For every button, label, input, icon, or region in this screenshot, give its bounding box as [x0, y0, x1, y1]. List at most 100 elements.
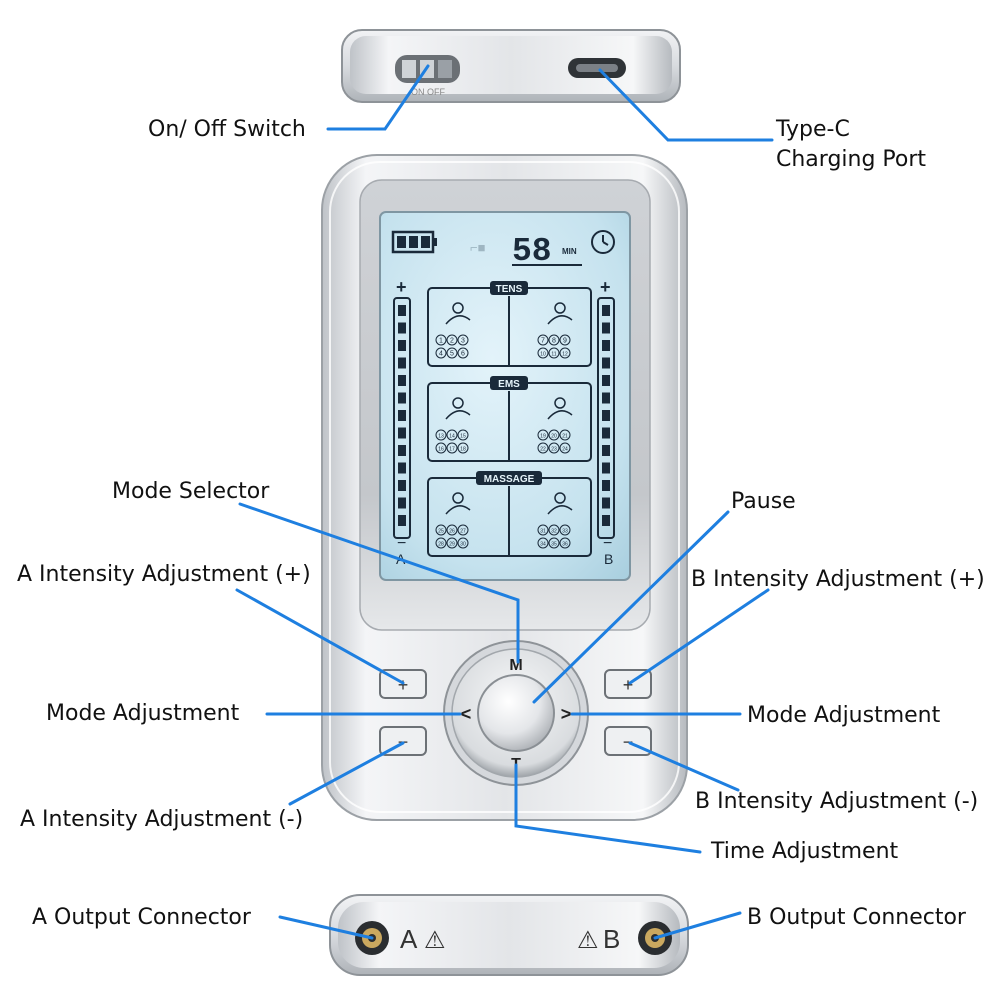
svg-text:17: 17 — [449, 447, 455, 453]
leader-typec — [598, 68, 774, 142]
program-number — [435, 537, 447, 549]
body-figure-icon — [554, 397, 566, 409]
svg-text:26: 26 — [449, 529, 455, 535]
b-plus-button-label: + — [623, 675, 634, 695]
program-number — [435, 334, 447, 346]
warning-icon: ⚠ — [424, 927, 446, 954]
svg-text:1: 1 — [439, 338, 443, 345]
program-number — [559, 334, 571, 346]
intensity-segment — [398, 375, 406, 386]
mode-selector-key[interactable]: M — [509, 657, 522, 674]
program-number — [548, 334, 560, 346]
intensity-segment — [602, 305, 610, 316]
svg-text:4: 4 — [439, 351, 443, 358]
intensity-segment — [602, 357, 610, 369]
leader-lines — [235, 64, 774, 940]
label-pause: Pause — [731, 489, 796, 514]
pause-button[interactable] — [477, 674, 555, 752]
label-typec-line1: Type-C — [776, 117, 850, 142]
intensity-segment — [398, 497, 406, 509]
program-number — [537, 429, 549, 441]
label-a-intensity-plus: A Intensity Adjustment (+) — [17, 562, 311, 587]
leader-pause — [532, 510, 730, 704]
intensity-segment — [602, 410, 610, 421]
intensity-segment — [398, 410, 406, 421]
warning-icon: ⚠ — [577, 927, 599, 954]
switch-marking: ON OFF — [411, 87, 445, 97]
program-number — [446, 347, 458, 359]
intensity-segment — [602, 462, 610, 474]
intensity-segment — [602, 375, 610, 386]
channel-a-intensity-bar — [393, 297, 411, 539]
intensity-segment — [602, 515, 610, 526]
svg-text:31: 31 — [540, 529, 546, 535]
program-number — [548, 347, 560, 359]
leader-a-minus — [288, 741, 405, 806]
svg-text:19: 19 — [540, 434, 546, 440]
svg-text:8: 8 — [552, 338, 556, 345]
body-figure-icon — [452, 397, 464, 409]
svg-text:6: 6 — [461, 351, 465, 358]
svg-text:34: 34 — [540, 542, 546, 548]
program-number — [537, 537, 549, 549]
leader-b-plus — [628, 588, 770, 685]
program-number — [559, 429, 571, 441]
svg-text:7: 7 — [541, 338, 545, 345]
section-title: TENS — [496, 284, 523, 295]
mode-left-key[interactable]: < — [461, 704, 472, 724]
intensity-segment — [602, 445, 610, 456]
battery-icon — [391, 230, 437, 254]
lcd-ghost-segment: ⌐■ — [470, 240, 486, 255]
label-mode-adjustment-right: Mode Adjustment — [747, 703, 941, 728]
leader-b-out — [653, 911, 742, 940]
program-number — [435, 524, 447, 536]
svg-text:20: 20 — [551, 434, 557, 440]
section-title: EMS — [498, 379, 520, 390]
bottom-edge-view: A ⚠ ⚠ B — [329, 894, 689, 976]
intensity-segment — [602, 392, 610, 404]
program-number — [537, 347, 549, 359]
leader-onoff — [326, 64, 430, 131]
program-number — [457, 429, 469, 441]
svg-text:13: 13 — [438, 434, 444, 440]
section-title: MASSAGE — [484, 474, 535, 485]
svg-text:33: 33 — [562, 529, 568, 535]
svg-text:9: 9 — [563, 338, 567, 345]
label-time-adjustment: Time Adjustment — [711, 839, 899, 864]
program-number — [457, 347, 469, 359]
intensity-segment — [398, 462, 406, 474]
program-number — [457, 537, 469, 549]
leader-a-out — [278, 915, 374, 940]
svg-text:5: 5 — [450, 351, 454, 358]
svg-text:22: 22 — [540, 447, 546, 453]
intensity-segment — [398, 445, 406, 456]
program-number — [435, 347, 447, 359]
mode-right-key[interactable]: > — [561, 704, 572, 724]
label-b-intensity-minus: B Intensity Adjustment (-) — [695, 789, 979, 814]
leader-time — [514, 763, 702, 854]
svg-text:15: 15 — [460, 434, 466, 440]
label-mode-adjustment-left: Mode Adjustment — [46, 701, 240, 726]
lcd-screen — [379, 211, 631, 581]
svg-text:28: 28 — [438, 542, 444, 548]
intensity-segment — [398, 515, 406, 526]
channel-b-intensity-bar — [597, 297, 615, 539]
program-number — [548, 524, 560, 536]
svg-text:32: 32 — [551, 529, 557, 535]
svg-text:21: 21 — [562, 434, 568, 440]
program-number — [537, 334, 549, 346]
intensity-segment — [398, 427, 406, 439]
intensity-segment — [398, 357, 406, 369]
connector-b-letter: B — [603, 924, 620, 954]
program-number — [446, 524, 458, 536]
program-number — [559, 347, 571, 359]
body-figure-icon — [452, 492, 464, 504]
label-a-output-connector: A Output Connector — [32, 905, 251, 930]
intensity-segment — [602, 497, 610, 509]
body-figure-icon — [452, 302, 464, 314]
leader-a-plus — [235, 588, 405, 685]
leader-b-minus — [628, 741, 740, 792]
